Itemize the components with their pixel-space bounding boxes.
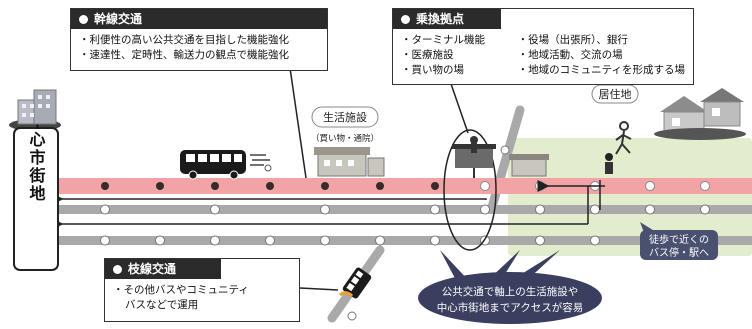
trunk-stop-light xyxy=(535,181,545,191)
trunk-rail xyxy=(55,178,752,194)
trunk-transport-list: 利便性の高い公共交通を目指した機能強化 速達性、定時性、輸送力の観点で機能強化 xyxy=(71,29,327,63)
branch-stops xyxy=(100,145,710,321)
trunk-stop xyxy=(431,182,439,190)
list-item: その他バスやコミュニティ xyxy=(113,283,291,298)
walk-label-line-2: バス停・駅へ xyxy=(649,246,709,259)
list-item: 役場（出張所）、銀行 xyxy=(518,33,685,48)
branch-pointer xyxy=(299,287,339,291)
shop-icon xyxy=(509,154,549,177)
residential-area xyxy=(508,138,752,256)
small-bus-glow xyxy=(339,291,354,298)
access-bubble xyxy=(418,250,602,324)
list-item: バスなどで運用 xyxy=(125,299,199,311)
branch-rail-2 xyxy=(55,236,752,245)
city-center-column xyxy=(9,119,61,271)
walk-label-line-1: 徒歩で近くの xyxy=(649,233,709,246)
trunk-stop xyxy=(376,182,384,190)
trunk-stop xyxy=(211,182,219,190)
list-item: ターミナル機能 xyxy=(401,33,510,48)
list-item: 買い物の場 xyxy=(401,63,510,78)
branch-rail-1 xyxy=(55,205,752,214)
living-facility-label: 生活施設 xyxy=(323,110,367,124)
city-center-label: 中心市街地 xyxy=(27,112,47,203)
trunk-stop-light xyxy=(700,181,710,191)
list-item: 地域のコミュニティを形成する場 xyxy=(518,63,685,78)
trunk-stop-light xyxy=(480,181,490,191)
living-facility-tag xyxy=(311,106,379,128)
building-icon xyxy=(17,89,57,125)
trunk-stop-light xyxy=(645,181,655,191)
trunk-stop xyxy=(321,182,329,190)
small-bus-icon xyxy=(342,267,372,299)
house-icon xyxy=(654,88,746,140)
hub-ellipse xyxy=(443,129,497,251)
residential-tag xyxy=(591,84,639,104)
terminal-icon xyxy=(452,136,496,178)
hub-list-left: ターミナル機能 医療施設 買い物の場 xyxy=(393,29,518,78)
bus-icon xyxy=(180,150,272,180)
bullet-icon xyxy=(401,15,410,24)
branch-transport-box: 枝線交通 その他バスやコミュニティ バスなどで運用 xyxy=(104,258,300,322)
trunk-stops xyxy=(101,182,439,190)
transfer-hub-box: 乗換拠点 ターミナル機能 医療施設 買い物の場 役場（出張所）、銀行 地域活動、… xyxy=(392,8,694,85)
walk-label xyxy=(640,222,718,260)
list-item: 速達性、定時性、輸送力の観点で機能強化 xyxy=(79,48,319,63)
list-item: 地域活動、交流の場 xyxy=(518,48,685,63)
branch-transport-list: その他バスやコミュニティ バスなどで運用 xyxy=(105,279,299,313)
transfer-hub-title: 乗換拠点 xyxy=(393,9,501,29)
bullet-icon xyxy=(79,15,88,24)
bullet-icon xyxy=(113,265,122,274)
shop-icon xyxy=(314,147,385,177)
trunk-stop xyxy=(266,182,274,190)
hub-list-right: 役場（出張所）、銀行 地域活動、交流の場 地域のコミュニティを形成する場 xyxy=(518,29,693,78)
trunk-stop xyxy=(101,182,109,190)
walking-person-icon xyxy=(615,121,632,155)
list-item: 利便性の高い公共交通を目指した機能強化 xyxy=(79,33,319,48)
living-facility-sublabel: （買い物・通院） xyxy=(311,133,379,144)
bubble-line-1: 公共交通で軸上の生活施設や xyxy=(442,285,579,298)
standing-person-icon xyxy=(605,153,613,174)
list-item: 医療施設 xyxy=(401,48,510,63)
branch-transport-title: 枝線交通 xyxy=(105,259,221,279)
trunk-transport-box: 幹線交通 利便性の高い公共交通を目指した機能強化 速達性、定時性、輸送力の観点で… xyxy=(70,8,328,71)
trunk-pointer xyxy=(289,67,307,179)
bubble-line-2: 中心市街地までアクセスが容易 xyxy=(437,301,583,314)
trunk-transport-title: 幹線交通 xyxy=(71,9,327,29)
trunk-stop xyxy=(156,182,164,190)
residential-label: 居住地 xyxy=(599,87,632,101)
travel-arrows xyxy=(51,180,605,230)
